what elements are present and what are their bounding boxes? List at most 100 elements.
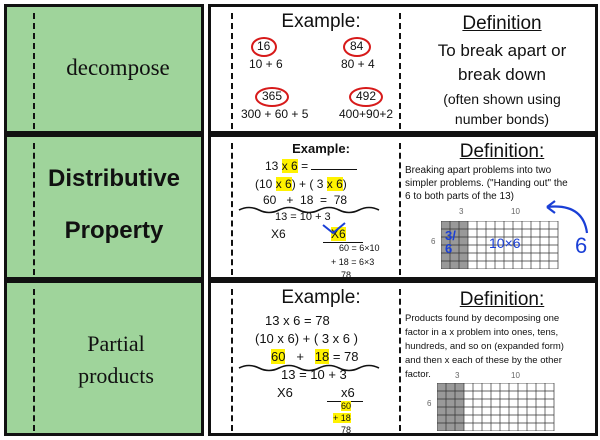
row-distributive: Example: 13 x 6 = (10 x 6) + ( 3 x 6) 60… — [208, 134, 598, 280]
definition-title: Definition: — [459, 289, 545, 310]
term-decompose: decompose — [66, 55, 170, 80]
work-10: (10 — [255, 177, 273, 191]
example-bottom-84: 80 + 4 — [341, 57, 375, 71]
wavy-separator — [238, 364, 380, 372]
definition-note1: (often shown using — [443, 91, 561, 107]
work-equals: = — [301, 159, 309, 173]
term-cell-partial: Partial products — [4, 280, 204, 436]
example-title: Example: — [292, 141, 350, 156]
grid-label-10: 10 — [511, 371, 520, 380]
grid-product-label: 10×6 — [489, 235, 521, 251]
circle-84 — [343, 37, 371, 57]
definition-line1: Breaking apart problems into two — [405, 165, 552, 176]
definition-line2: break down — [458, 65, 546, 84]
definition-line3: hundreds, and so on (expanded form) — [405, 341, 564, 352]
definition-line1: To break apart or — [437, 41, 567, 60]
left-dashed-divider — [231, 143, 233, 275]
work-x6-b: x 6 — [326, 177, 343, 191]
term-partial-line1: Partial — [87, 331, 145, 356]
work-underline — [323, 242, 363, 243]
work-60: 60 = 6×10 — [339, 243, 380, 253]
row-decompose: Example: 16 10 + 6 84 80 + 4 365 300 + 6… — [208, 4, 598, 134]
work-line2: (10 x 6) + ( 3 x 6) — [255, 177, 347, 191]
example-top-492: 492 — [356, 89, 377, 103]
left-dashed-divider — [231, 13, 233, 129]
work-line3: 60 + 18 = 78 — [271, 349, 359, 364]
center-dashed-divider — [399, 143, 401, 275]
work-line5-right: x6 — [341, 385, 355, 400]
work-line7: + 18 — [333, 413, 351, 423]
left-dashed-divider — [231, 289, 233, 431]
term-cell-decompose: decompose — [4, 4, 204, 134]
work-line4: 13 = 10 + 3 — [275, 211, 331, 223]
work-18-highlight: 18 — [314, 349, 330, 364]
work-3: 3 — [316, 177, 324, 191]
blue-arrow-curve — [546, 200, 589, 234]
grid-label-3: 3 — [455, 371, 460, 380]
example-bottom-365: 300 + 60 + 5 — [241, 107, 309, 121]
definition-note2: number bonds) — [454, 111, 550, 127]
example-bottom-16: 10 + 6 — [249, 57, 283, 71]
work-line7: + 18 = 6×3 — [331, 257, 374, 267]
definition-title: Definition — [462, 13, 542, 34]
grid-label-6: 6 — [427, 399, 432, 408]
work-60-highlight: 60 — [271, 349, 286, 364]
example-title: Example: — [281, 287, 361, 308]
example-top-84: 84 — [350, 39, 364, 53]
work-18: + 18 = 6×3 — [331, 257, 375, 267]
example-title: Example: — [281, 11, 361, 32]
row-partial-products: Example: 13 x 6 = 78 (10 x 6) + ( 3 x 6 … — [208, 280, 598, 436]
circle-492 — [349, 87, 383, 107]
work-blank-line — [311, 169, 358, 170]
work-line1: 13 x 6 = — [265, 159, 358, 173]
definition-line2: factor in a x problem into ones, tens, — [405, 327, 559, 338]
definition-line5: factor. — [405, 369, 431, 380]
definition-line4: and then x each of these by the other — [405, 355, 562, 366]
work-equals-78: = 78 — [332, 349, 359, 364]
big-six-label: 6 — [575, 233, 588, 258]
grid-label-10: 10 — [511, 207, 520, 216]
work-x6-a: x 6 — [275, 177, 292, 191]
area-model-grid — [437, 383, 555, 431]
work-line6: 60 = 6×10 — [339, 243, 380, 253]
grid-stacked-label: 3/6 — [445, 228, 456, 256]
work-plus: + — [296, 349, 304, 364]
definition-line2: simpler problems. ("Handing out" the — [405, 178, 568, 189]
example-bottom-492: 400+90+2 — [339, 107, 394, 121]
circle-365 — [255, 87, 289, 107]
work-plus-18: + 18 — [333, 413, 351, 423]
area-model-grid — [441, 221, 559, 269]
center-dashed-divider — [399, 289, 401, 431]
definition-line3: 6 to both parts of the 13) — [405, 191, 514, 202]
grid-label-3: 3 — [459, 207, 464, 216]
definition-title: Definition: — [459, 141, 545, 162]
example-top-16: 16 — [257, 39, 271, 53]
definition-line1: Products found by decomposing one — [405, 313, 560, 324]
work-line1: 13 x 6 = 78 — [265, 313, 330, 328]
term-dashed-line — [33, 289, 35, 431]
term-distributive-line2: Property — [64, 217, 164, 244]
term-dashed-line — [33, 13, 35, 129]
term-distributive-line1: Distributive — [47, 165, 181, 192]
blue-check-mark — [322, 222, 346, 235]
work-line5-left: X6 — [277, 385, 293, 400]
work-13: 13 — [265, 159, 279, 173]
grid-label-6: 6 — [431, 237, 436, 246]
center-dashed-divider — [399, 13, 401, 129]
work-line4: 13 = 10 + 3 — [281, 367, 347, 382]
example-top-365: 365 — [262, 89, 283, 103]
wavy-separator — [238, 206, 380, 214]
work-plus: ) + ( — [291, 177, 314, 191]
term-cell-distributive: Distributive Property — [4, 134, 204, 280]
work-line3: 60 + 18 = 78 — [263, 193, 348, 207]
work-line5-left: X6 — [271, 227, 286, 241]
work-line8: 78 — [341, 425, 352, 435]
work-line6: 60 — [341, 401, 352, 411]
circle-16 — [251, 37, 277, 57]
work-line8: 78 — [341, 270, 352, 280]
work-close: ) — [342, 177, 347, 191]
term-partial-line2: products — [78, 363, 154, 388]
work-x6-highlight: x 6 — [281, 159, 298, 173]
term-dashed-line — [33, 143, 35, 275]
work-line2: (10 x 6) + ( 3 x 6 ) — [255, 331, 358, 346]
